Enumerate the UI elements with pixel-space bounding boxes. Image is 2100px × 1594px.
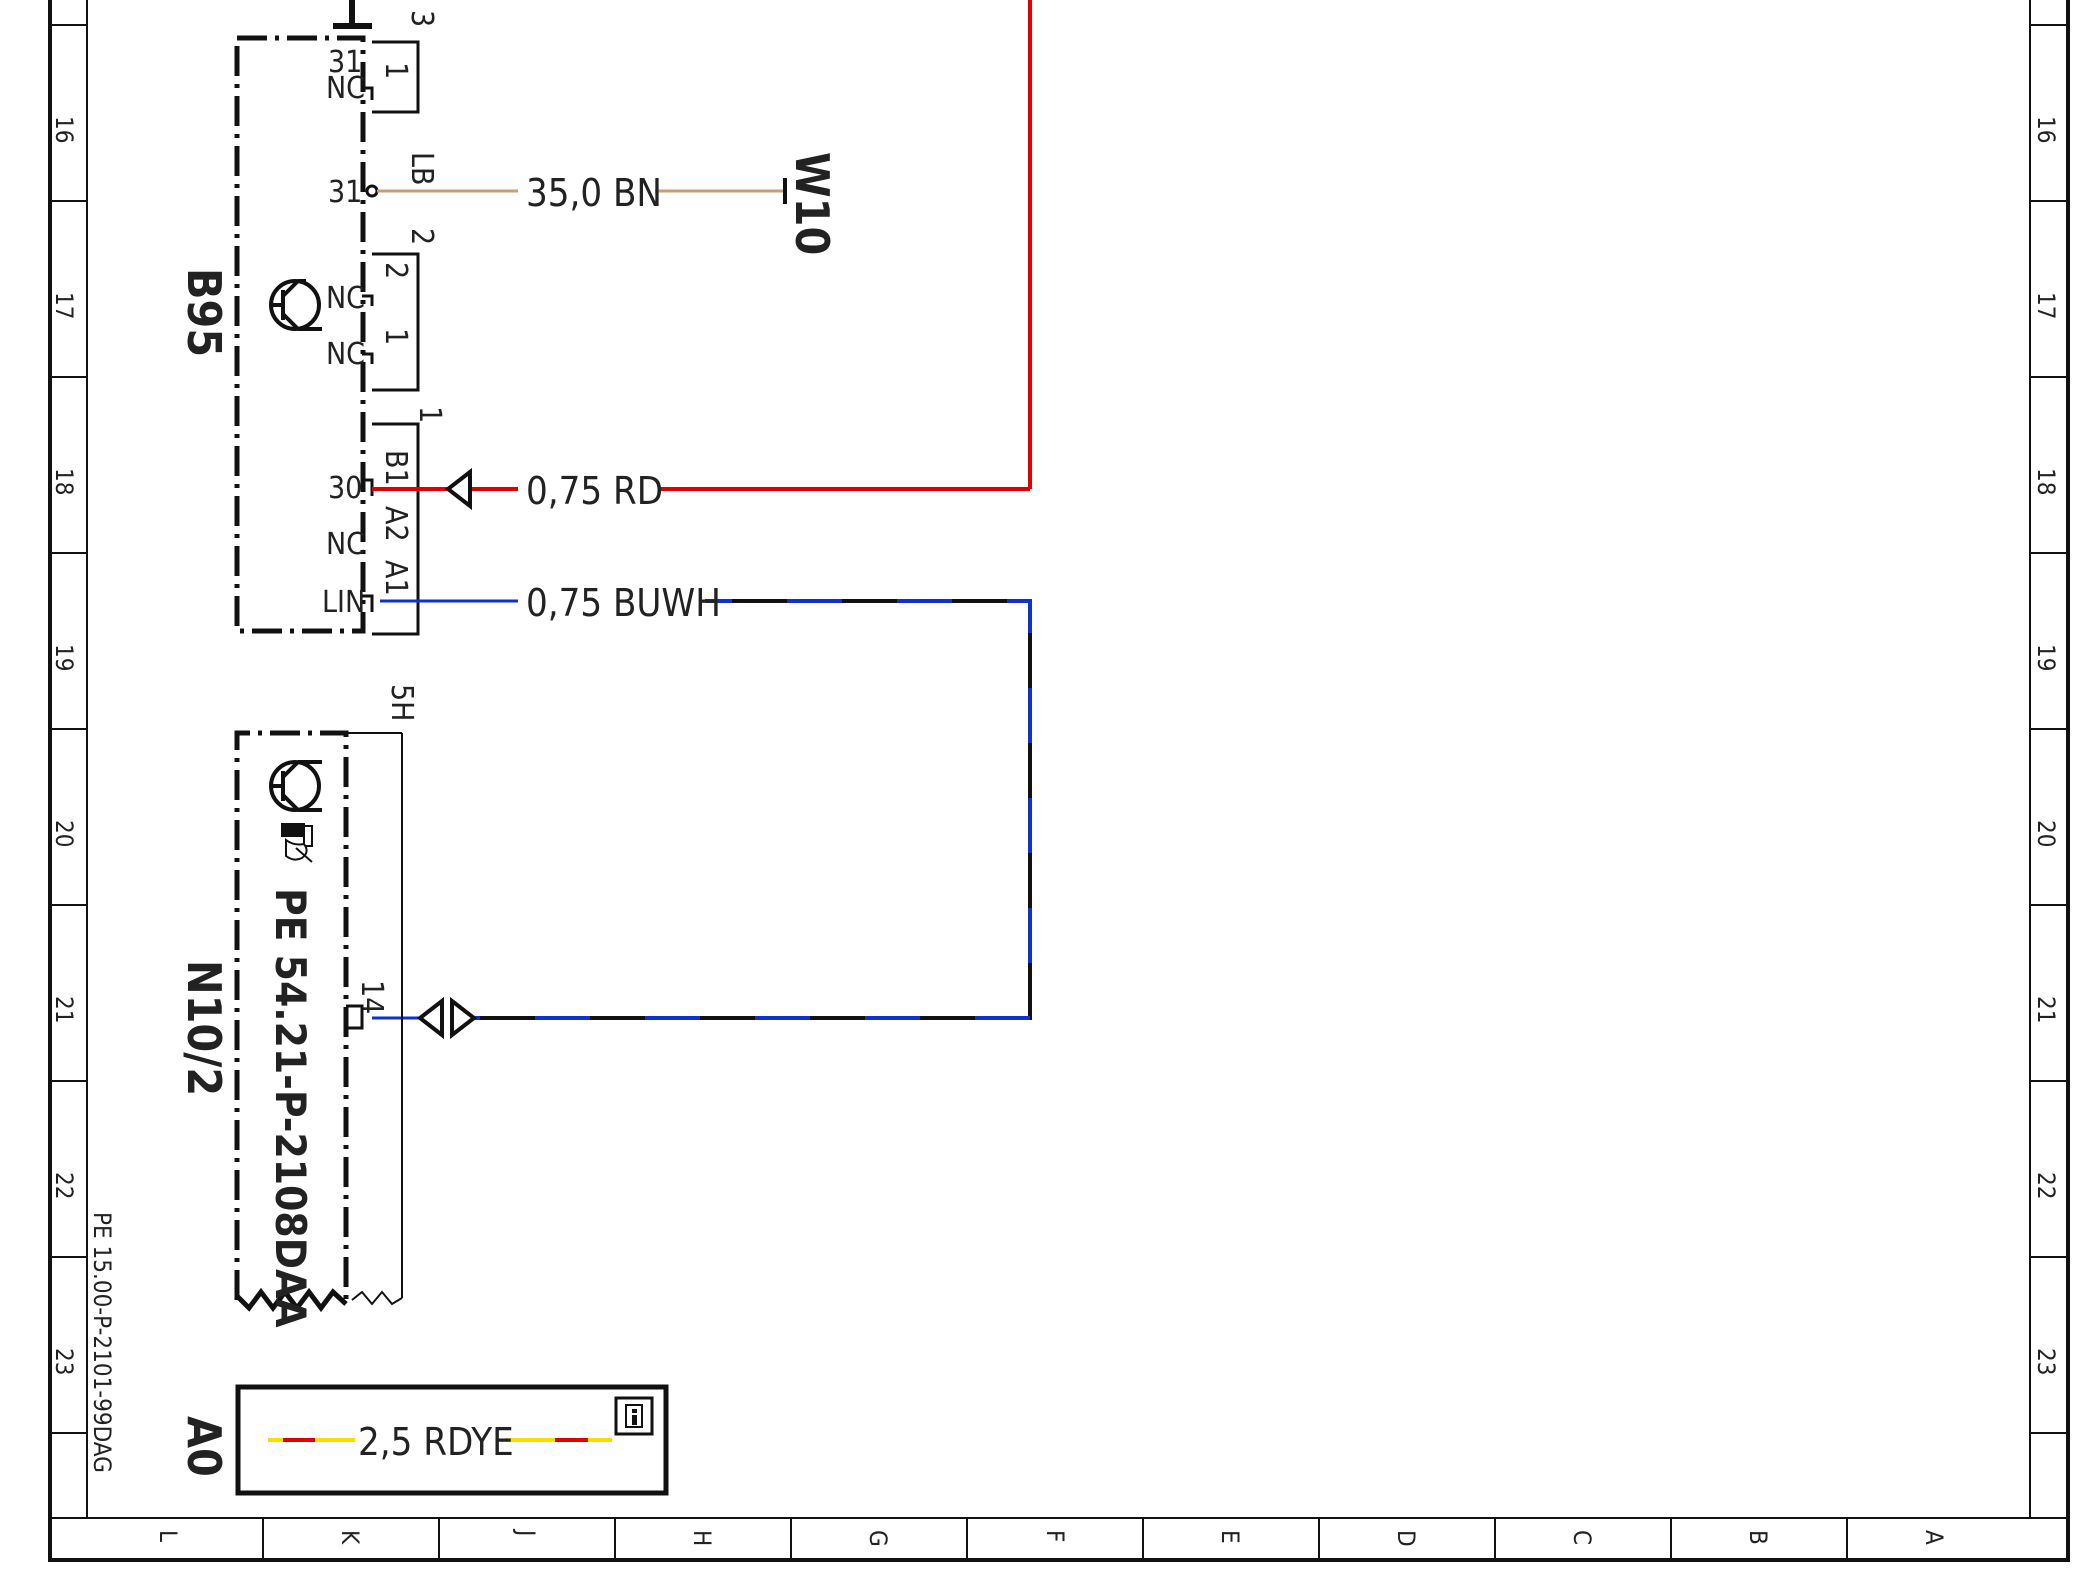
connector-label: 2	[404, 228, 439, 245]
connector-label: 5H	[384, 684, 419, 721]
b95-module: B95 31 NC 31 NC NC 30 NC LIN 3 1 LB 2 2 …	[177, 0, 447, 636]
row-label: 17	[50, 292, 78, 319]
row-label: 23	[50, 1348, 78, 1375]
legend-a0: A0 2,5 RDYE	[177, 1384, 669, 1496]
wire-label: 0,75 BUWH	[526, 581, 721, 625]
connector-label: A1	[378, 560, 413, 596]
info-icon[interactable]	[614, 1396, 654, 1436]
wire-label: 35,0 BN	[526, 171, 662, 215]
row-label: 22	[50, 1172, 78, 1199]
row-ticks	[50, 24, 2068, 1434]
connector-label: A2	[378, 506, 413, 542]
column-label: L	[154, 1530, 182, 1542]
column-label: D	[1392, 1530, 1420, 1547]
pin-label: NC	[326, 71, 365, 106]
ground-target-label: W10	[785, 152, 839, 255]
row-labels-right: 16 17 18 19 20 21 22 23	[2032, 116, 2060, 1375]
connector-label: B1	[378, 450, 413, 486]
connector-label: 1	[378, 62, 413, 79]
pin-label: 31	[328, 175, 362, 210]
b95-designation: B95	[177, 268, 231, 357]
row-label: 20	[2032, 820, 2060, 847]
pin-label: NC	[326, 527, 365, 562]
double-connector-icon	[416, 996, 478, 1040]
column-label: E	[1216, 1530, 1244, 1544]
n10-designation: N10/2	[177, 960, 231, 1096]
wire-ground-bn: 35,0 BN W10	[377, 152, 839, 255]
connector-label: 3	[404, 10, 439, 27]
row-labels-left: 16 17 18 19 20 21 22 23	[50, 116, 78, 1375]
row-label: 16	[50, 116, 78, 143]
row-label: 23	[2032, 1348, 2060, 1375]
diagram-frame	[48, 0, 2070, 1562]
wire-label: 0,75 RD	[526, 469, 663, 513]
row-label: 19	[2032, 644, 2060, 671]
connector-label: 1	[378, 328, 413, 345]
transistor-icon	[269, 279, 322, 331]
connector-label: 1	[412, 406, 447, 423]
column-label: J	[512, 1528, 540, 1536]
connector-label: 2	[378, 262, 413, 279]
wire-supply-rd: 0,75 RD	[372, 0, 1032, 513]
row-label: 18	[2032, 468, 2060, 495]
col-ticks	[262, 1518, 1848, 1560]
row-label: 18	[50, 468, 78, 495]
pin-label: LIN	[322, 585, 365, 620]
pointing-hand-icon	[281, 823, 313, 863]
connector-label: LB	[404, 152, 439, 186]
legend-wire-label: 2,5 RDYE	[358, 1420, 514, 1464]
transistor-icon	[269, 760, 322, 812]
column-labels: L K J H G F E D C B A	[154, 1528, 1948, 1547]
pin-label: NC	[326, 337, 365, 372]
column-label: K	[336, 1530, 364, 1545]
row-label: 21	[2032, 996, 2060, 1023]
column-label: B	[1744, 1530, 1772, 1545]
row-label: 20	[50, 820, 78, 847]
column-label: G	[864, 1530, 892, 1547]
row-label: 17	[2032, 292, 2060, 319]
pin-label: 14	[354, 980, 389, 1014]
n10-module: PE 54.21-P-2108DAA N10/2 5H 14	[177, 684, 419, 1328]
pin-label: NC	[326, 281, 365, 316]
row-label: 16	[2032, 116, 2060, 143]
row-label: 21	[50, 996, 78, 1023]
pin-label: 30	[328, 471, 362, 506]
row-label: 22	[2032, 1172, 2060, 1199]
column-label: A	[1920, 1530, 1948, 1545]
wire-lin-buwh: 0,75 BUWH	[372, 581, 1032, 1040]
connector-arrow-icon	[444, 467, 472, 511]
row-label: 19	[50, 644, 78, 671]
legend-designation: A0	[177, 1416, 231, 1477]
column-label: C	[1568, 1530, 1596, 1545]
pin-label: 31	[328, 45, 362, 80]
document-code: PE 15.00-P-2101-99DAG	[88, 1212, 116, 1473]
column-label: H	[688, 1530, 716, 1546]
pin-terminal-icon	[365, 184, 379, 198]
n10-reference: PE 54.21-P-2108DAA	[266, 888, 315, 1328]
column-label: F	[1041, 1530, 1069, 1542]
